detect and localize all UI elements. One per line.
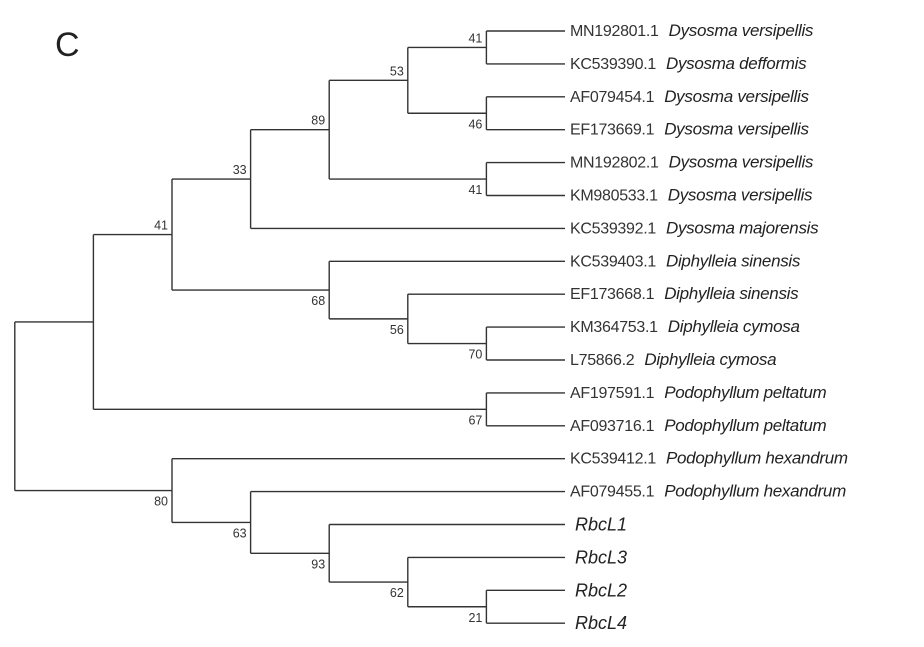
bootstrap-value: 62 (390, 586, 404, 600)
bootstrap-value: 63 (233, 526, 247, 540)
species-name: Podophyllum peltatum (664, 416, 826, 435)
accession-number: AF093716.1 (570, 418, 655, 435)
bootstrap-value: 21 (468, 611, 482, 625)
species-name: Diphylleia cymosa (668, 317, 800, 336)
accession-number: EF173669.1 (570, 122, 655, 139)
panel-label: C (55, 26, 80, 64)
accession-number: KM980533.1 (570, 188, 658, 205)
bootstrap-value: 70 (468, 348, 482, 362)
bootstrap-value: 41 (154, 219, 168, 233)
sample-label: RbcL3 (575, 547, 627, 567)
sample-label: RbcL4 (575, 613, 627, 633)
bootstrap-value: 67 (468, 413, 482, 427)
leaf-label: KM364753.1 Diphylleia cymosa (570, 317, 800, 336)
accession-number: KC539403.1 (570, 253, 656, 270)
sample-label: RbcL1 (575, 515, 627, 535)
bootstrap-value: 93 (311, 557, 325, 571)
bootstrap-value: 41 (468, 31, 482, 45)
leaf-label: L75866.2 Diphylleia cymosa (570, 350, 776, 369)
leaf-label: AF079455.1 Podophyllum hexandrum (570, 482, 846, 501)
bootstrap-value: 33 (233, 163, 247, 177)
species-name: Podophyllum hexandrum (664, 482, 846, 501)
species-name: Dysosma versipellis (669, 21, 814, 40)
species-name: Dysosma defformis (666, 54, 807, 73)
leaf-label: MN192801.1 Dysosma versipellis (570, 21, 814, 40)
species-name: Dysosma versipellis (668, 186, 813, 205)
accession-number: KC539412.1 (570, 451, 656, 468)
accession-number: AF079455.1 (570, 484, 655, 501)
leaf-label: AF079454.1 Dysosma versipellis (570, 87, 809, 106)
sample-label: RbcL2 (575, 580, 627, 600)
species-name: Diphylleia sinensis (664, 284, 799, 303)
accession-number: AF079454.1 (570, 89, 655, 106)
species-name: Diphylleia cymosa (644, 350, 776, 369)
accession-number: L75866.2 (570, 352, 635, 369)
species-name: Podophyllum hexandrum (666, 449, 848, 468)
species-name: Dysosma versipellis (664, 87, 809, 106)
accession-number: KC539392.1 (570, 220, 656, 237)
bootstrap-value: 41 (468, 183, 482, 197)
bootstrap-value: 53 (390, 64, 404, 78)
leaf-label: EF173668.1 Diphylleia sinensis (570, 284, 799, 303)
leaf-label: KC539390.1 Dysosma defformis (570, 54, 807, 73)
leaf-label: AF093716.1 Podophyllum peltatum (570, 416, 827, 435)
accession-number: MN192801.1 (570, 23, 659, 40)
leaf-label: KC539392.1 Dysosma majorensis (570, 218, 819, 237)
species-name: Dysosma versipellis (664, 120, 809, 139)
species-name: Diphylleia sinensis (666, 251, 801, 270)
bootstrap-value: 46 (468, 117, 482, 131)
leaf-label: MN192802.1 Dysosma versipellis (570, 153, 814, 172)
accession-number: EF173668.1 (570, 286, 655, 303)
bootstrap-value: 56 (390, 323, 404, 337)
bootstrap-value: 80 (154, 495, 168, 509)
species-name: Dysosma majorensis (666, 218, 819, 237)
bootstrap-value: 68 (311, 294, 325, 308)
accession-number: AF197591.1 (570, 385, 655, 402)
leaf-label: EF173669.1 Dysosma versipellis (570, 120, 809, 139)
leaf-label: AF197591.1 Podophyllum peltatum (570, 383, 827, 402)
species-name: Podophyllum peltatum (664, 383, 826, 402)
leaf-label: KM980533.1 Dysosma versipellis (570, 186, 813, 205)
accession-number: MN192802.1 (570, 155, 659, 172)
leaf-label: KC539403.1 Diphylleia sinensis (570, 251, 801, 270)
species-name: Dysosma versipellis (669, 153, 814, 172)
accession-number: KM364753.1 (570, 319, 658, 336)
bootstrap-value: 89 (311, 114, 325, 128)
accession-number: KC539390.1 (570, 56, 656, 73)
leaf-label: KC539412.1 Podophyllum hexandrum (570, 449, 848, 468)
